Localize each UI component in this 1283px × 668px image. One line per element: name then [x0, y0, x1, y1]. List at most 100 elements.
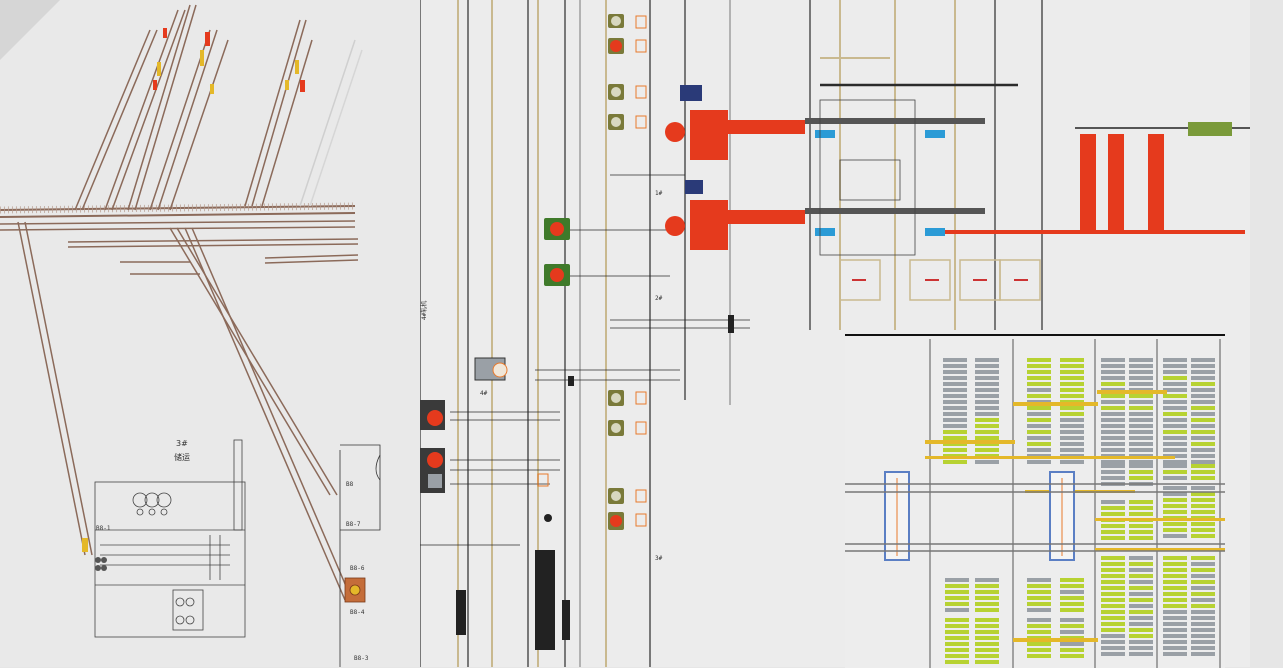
rack-slot [945, 630, 969, 634]
rack-slot [1060, 436, 1084, 440]
rack-slot [1101, 604, 1125, 608]
rack-slot [1027, 578, 1051, 582]
rack-slot [975, 388, 999, 392]
rack-slot [1027, 406, 1051, 410]
rack-slot [943, 424, 967, 428]
rack-slot [1060, 618, 1084, 622]
rack-slot [1191, 652, 1215, 656]
rack-slot [1129, 634, 1153, 638]
rack-slot [1060, 442, 1084, 446]
rack-slot [1191, 448, 1215, 452]
rack-slot [1129, 470, 1153, 474]
rack-slot [1060, 608, 1084, 612]
rack-slot [1163, 610, 1187, 614]
rack-slot [1027, 596, 1051, 600]
rack-slot [1191, 556, 1215, 560]
rack-slot [1191, 454, 1215, 458]
rack-slot [1060, 578, 1084, 582]
rack-slot [1163, 430, 1187, 434]
rack-slot [1163, 622, 1187, 626]
rack-slot [975, 602, 999, 606]
rack-slot [1129, 370, 1153, 374]
rack-slot [1163, 464, 1187, 468]
rack-slot [1101, 628, 1125, 632]
rack-slot [1191, 470, 1215, 474]
rack-slot [1060, 358, 1084, 362]
rack-slot [1101, 568, 1125, 572]
rack-slot [1129, 598, 1153, 602]
rack-slot [1101, 406, 1125, 410]
track-label-4: B8-3 [354, 655, 369, 662]
rack-slot [1129, 442, 1153, 446]
rack-slot [1191, 464, 1215, 468]
rack-slot [1163, 358, 1187, 362]
rack-slot [1129, 418, 1153, 422]
rack-slot [943, 436, 967, 440]
rack-slot [1027, 442, 1051, 446]
rack-slot [1163, 486, 1187, 490]
rack-slot [1060, 388, 1084, 392]
rack-slot [1027, 370, 1051, 374]
rack-slot [1027, 418, 1051, 422]
rack-slot [1129, 646, 1153, 650]
rack-slot [1101, 530, 1125, 534]
station-id-1: 2# [655, 295, 663, 302]
rack-slot [1191, 424, 1215, 428]
rack-slot [1163, 448, 1187, 452]
rack-slot [1191, 646, 1215, 650]
rack-slot [1129, 476, 1153, 480]
rack-slot [945, 608, 969, 612]
rack-slot [1129, 364, 1153, 368]
rack-slot [1060, 364, 1084, 368]
rack-slot [1163, 634, 1187, 638]
rack-slot [1129, 500, 1153, 504]
rack-slot [1027, 642, 1051, 646]
rack-slot [1027, 394, 1051, 398]
rack-slot [975, 436, 999, 440]
rack-slot [1101, 580, 1125, 584]
track-trunk [0, 202, 359, 275]
rack-slot [1101, 622, 1125, 626]
rack-slot [1101, 394, 1125, 398]
rack-slot [1163, 510, 1187, 514]
rack-slot [1027, 630, 1051, 634]
rack-slot [1027, 364, 1051, 368]
rack-slot [1163, 388, 1187, 392]
track-label-3: B8-4 [350, 609, 365, 616]
rack-slot [1191, 562, 1215, 566]
rack-slot [1163, 604, 1187, 608]
rack-slot [945, 618, 969, 622]
rack-slot [975, 618, 999, 622]
rack-slot [1027, 376, 1051, 380]
rack-slot [1129, 400, 1153, 404]
rack-slot [975, 624, 999, 628]
rack-slot [1101, 634, 1125, 638]
transfer-cars [884, 471, 1075, 561]
rack-slot [1101, 364, 1125, 368]
rack-slot [1191, 504, 1215, 508]
rack-slot [1101, 382, 1125, 386]
rack-slot [975, 418, 999, 422]
rack-slot [1101, 562, 1125, 566]
mill-assemblies [665, 85, 1245, 256]
rack-slot [1191, 376, 1215, 380]
rack-slot [1129, 464, 1153, 468]
rack-slot [943, 358, 967, 362]
rack-slot [1191, 628, 1215, 632]
rack-slot [1129, 652, 1153, 656]
rack-slot [943, 400, 967, 404]
rack-slot [1163, 562, 1187, 566]
rack-slot [1101, 442, 1125, 446]
rack-slot [975, 608, 999, 612]
rack-slot [1191, 460, 1215, 464]
rack-slot [1163, 424, 1187, 428]
rack-slot [1101, 512, 1125, 516]
rack-slot [1060, 460, 1084, 464]
rack-slot [943, 388, 967, 392]
rack-slot [1060, 584, 1084, 588]
lower-bays [839, 259, 1041, 301]
rack-slot [945, 642, 969, 646]
rack-slot [1129, 604, 1153, 608]
rack-slot [1027, 382, 1051, 386]
